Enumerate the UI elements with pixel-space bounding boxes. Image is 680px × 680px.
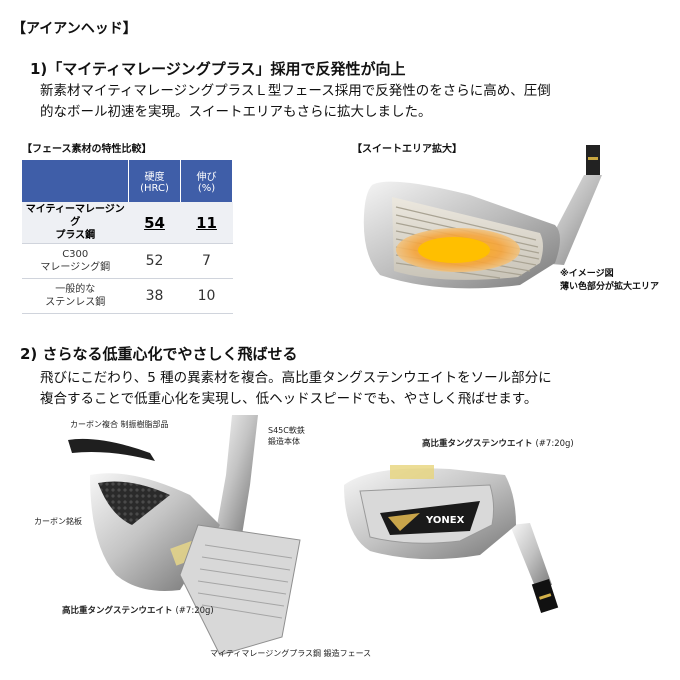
brand-logo: YONEX: [425, 515, 465, 526]
table-header-row: 硬度(HRC) 伸び(%): [22, 160, 233, 202]
material-comparison-table: 硬度(HRC) 伸び(%) マイティーマレージングプラス鋼 54 11 C300…: [22, 160, 233, 314]
table-cell-hardness: 38: [128, 278, 181, 314]
table-header-empty: [22, 160, 129, 202]
section-tag: 【アイアンヘッド】: [12, 21, 137, 37]
table-cell-material: マイティーマレージングプラス鋼: [22, 202, 129, 244]
sweet-area-core: [418, 237, 490, 263]
hosel: [510, 523, 552, 589]
table-row: マイティーマレージングプラス鋼 54 11: [22, 202, 233, 244]
section2-line: 複合することで低重心化を実現し、低ヘッドスピードでも、やさしく飛ばせます。: [40, 391, 538, 407]
hosel: [216, 415, 258, 535]
section1-paragraph: 新素材マイティマレージングプラスＬ型フェース採用で反発性のをさらに高め、圧倒 的…: [40, 81, 551, 123]
table-cell-hardness: 54: [128, 202, 181, 244]
label-carbon-composite: カーボン複合 制振樹脂部品: [70, 420, 169, 429]
table-header-hardness: 硬度(HRC): [128, 160, 181, 202]
table-caption: 【フェース素材の特性比較】: [22, 144, 152, 155]
table-cell-material: 一般的なステンレス鋼: [22, 278, 129, 314]
label-carbon-plate: カーボン銘板: [34, 517, 82, 526]
label-tungsten-weight: 高比重タングステンウエイト (#7:20g): [62, 606, 214, 616]
table-cell-elongation: 11: [180, 202, 233, 244]
table-header-elongation: 伸び(%): [180, 160, 233, 202]
forged-face: [179, 524, 301, 656]
section2-heading: 2) さらなる低重心化でやさしく飛ばせる: [20, 345, 298, 363]
back-label-tungsten: 高比重タングステンウエイト (#7:20g): [422, 439, 574, 449]
table-cell-elongation: 7: [180, 243, 233, 279]
exploded-view-illustration: [68, 415, 301, 656]
section2-paragraph: 飛びにこだわり、5 種の異素材を複合。高比重タングステンウエイトをソール部分に …: [40, 368, 552, 410]
table-cell-elongation: 10: [180, 278, 233, 314]
back-view-illustration: YONEX: [344, 465, 559, 614]
table-cell-hardness: 52: [128, 243, 181, 279]
carbon-plate: [98, 481, 170, 525]
sweet-area-caption: 【スイートエリア拡大】: [352, 144, 462, 155]
label-forged-face: マイティマレージングプラス鋼 鍛造フェース: [210, 649, 372, 658]
table-row: 一般的なステンレス鋼 38 10: [22, 278, 233, 314]
section1-line: 的なボール初速を実現。スイートエリアもさらに拡大しました。: [40, 104, 432, 120]
carbon-composite-part: [68, 438, 155, 461]
label-s45c-body: S45C軟鉄鍛造本体: [268, 426, 305, 446]
sweet-area-note: ※イメージ図 薄い色部分が拡大エリア: [560, 269, 660, 292]
tungsten-weight-highlight: [390, 465, 434, 479]
section1-heading: 1)「マイティマレージングプラス」採用で反発性が向上: [30, 60, 406, 78]
sweet-area-illustration: [363, 145, 602, 289]
section1-line: 新素材マイティマレージングプラスＬ型フェース採用で反発性のをさらに高め、圧倒: [40, 83, 551, 99]
section2-line: 飛びにこだわり、5 種の異素材を複合。高比重タングステンウエイトをソール部分に: [40, 370, 552, 386]
